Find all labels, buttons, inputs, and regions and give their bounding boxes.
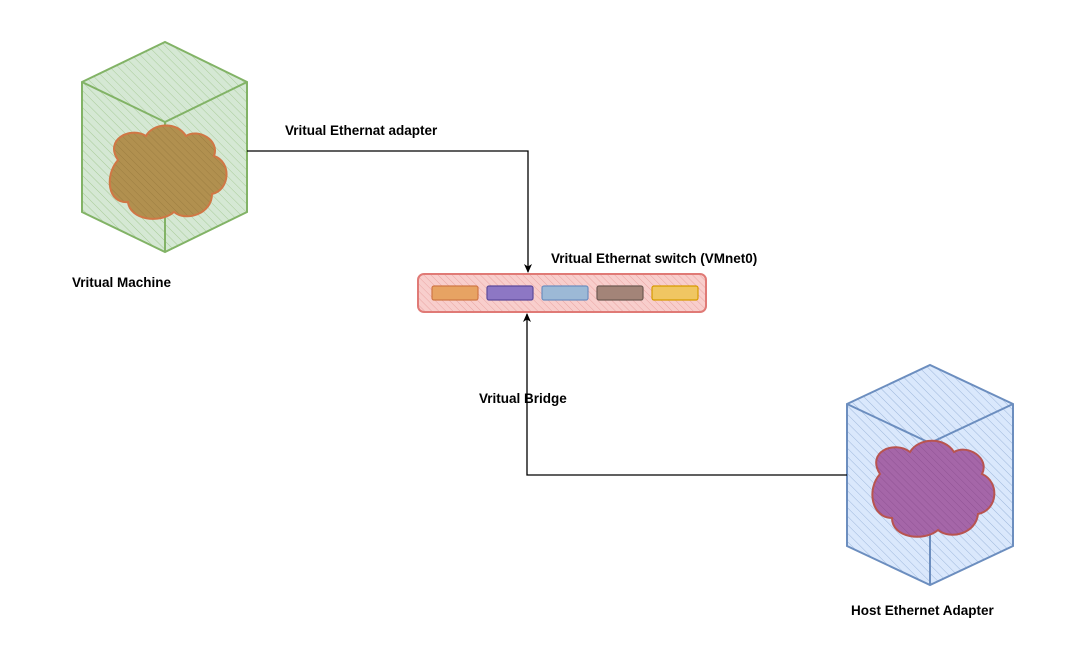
- switch-label: Vritual Ethernat switch (VMnet0): [551, 251, 758, 266]
- adapter-label: Vritual Ethernat adapter: [285, 123, 438, 138]
- switch-port-4: [596, 285, 644, 301]
- host-to-switch-connector[interactable]: [523, 313, 847, 476]
- host-cloud-icon: [871, 439, 996, 538]
- vm-label: Vritual Machine: [72, 275, 172, 290]
- vm-to-switch-connector[interactable]: [247, 150, 532, 273]
- bridge-label: Vritual Bridge: [479, 391, 567, 406]
- host-ethernet-adapter-node[interactable]: [846, 363, 1014, 587]
- virtual-machine-node[interactable]: [81, 40, 248, 254]
- host-label: Host Ethernet Adapter: [851, 603, 994, 618]
- switch-port-5: [651, 285, 699, 301]
- virtual-ethernet-switch-node[interactable]: [417, 273, 707, 313]
- switch-port-1: [431, 285, 479, 301]
- vm-cloud-icon: [108, 124, 228, 220]
- switch-port-2: [486, 285, 534, 301]
- switch-port-3: [541, 285, 589, 301]
